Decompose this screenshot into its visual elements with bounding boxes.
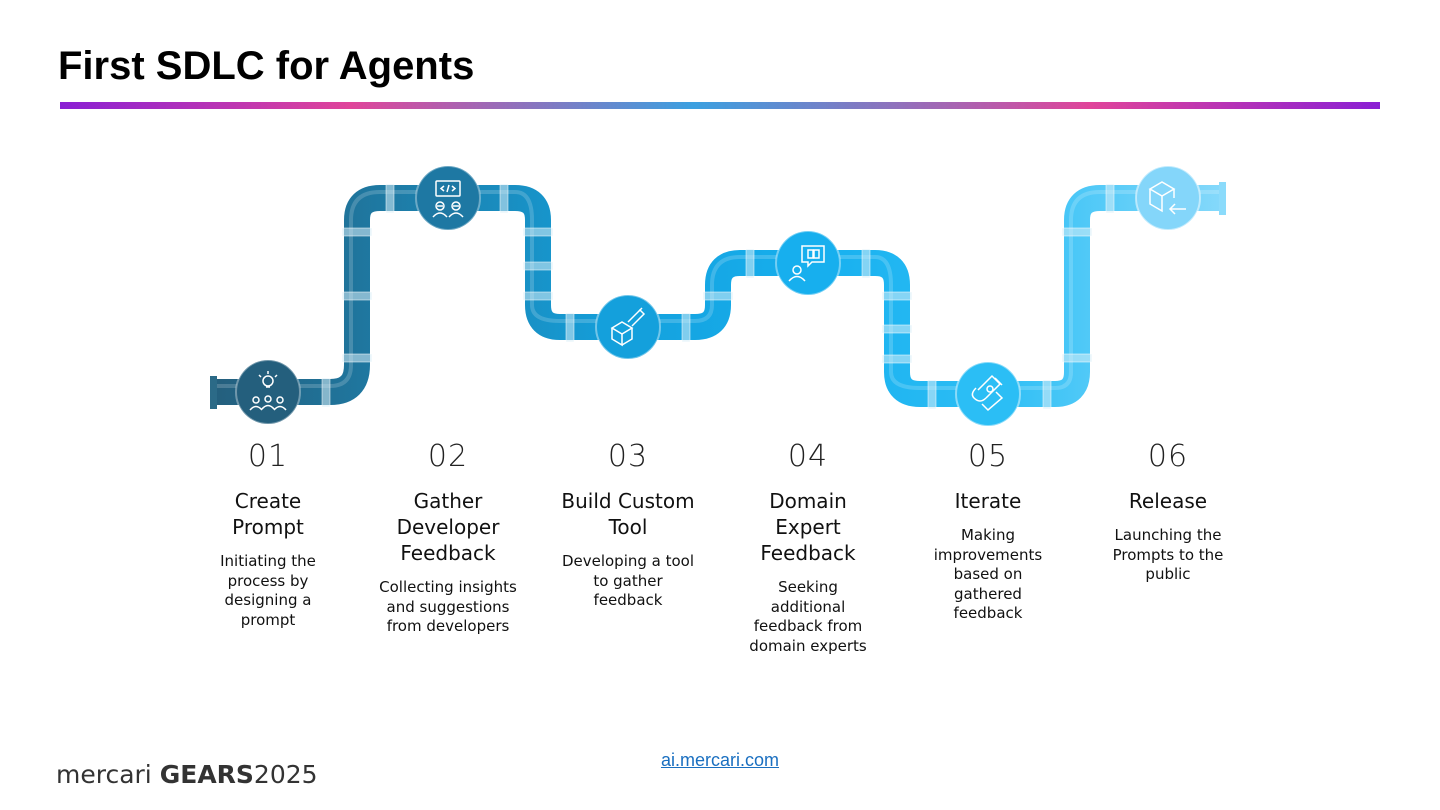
- pipe-joint: [342, 354, 372, 362]
- step-title: Release: [1078, 488, 1258, 514]
- pipe-joint: [500, 184, 508, 213]
- step-03: 03 Build Custom Tool Developing a tool t…: [538, 438, 718, 611]
- pipe-joint: [523, 292, 553, 300]
- step-number: 04: [718, 438, 898, 480]
- pipe-joint: [703, 292, 733, 300]
- step-number: 01: [178, 438, 358, 480]
- code-review-icon: [416, 166, 480, 230]
- pipe-flange-end: [1219, 182, 1226, 215]
- pipe-joint: [386, 184, 394, 213]
- footer-link-container: ai.mercari.com: [0, 750, 1440, 771]
- step-description: Collecting insights and suggestions from…: [358, 578, 538, 637]
- footer-link[interactable]: ai.mercari.com: [661, 750, 779, 770]
- pipe-joint: [882, 292, 912, 300]
- release-box-icon: [1136, 166, 1200, 230]
- step-title: Gather Developer Feedback: [358, 488, 538, 566]
- iterate-cycle-icon: [956, 362, 1020, 426]
- pipe-joint: [523, 228, 553, 236]
- pipe-joint: [523, 262, 553, 270]
- step-title: Create Prompt: [178, 488, 358, 540]
- build-tool-icon: [596, 295, 660, 359]
- pipe-joint: [566, 313, 574, 342]
- step-02: 02 Gather Developer Feedback Collecting …: [358, 438, 538, 637]
- pipe-joint: [322, 378, 330, 407]
- step-title: Iterate: [898, 488, 1078, 514]
- pipe-joint: [342, 292, 372, 300]
- step-description: Making improvements based on gathered fe…: [898, 526, 1078, 624]
- pipe-joint: [342, 228, 372, 236]
- pipe-joint: [862, 249, 870, 278]
- step-description: Seeking additional feedback from domain …: [718, 578, 898, 656]
- step-description: Launching the Prompts to the public: [1078, 526, 1258, 585]
- step-title: Domain Expert Feedback: [718, 488, 898, 566]
- pipe-flange-start: [210, 376, 217, 409]
- pipe-joint: [882, 355, 912, 363]
- step-06: 06 Release Launching the Prompts to the …: [1078, 438, 1258, 585]
- step-description: Developing a tool to gather feedback: [538, 552, 718, 611]
- step-04: 04 Domain Expert Feedback Seeking additi…: [718, 438, 898, 656]
- pipe-joint: [1106, 184, 1114, 213]
- step-number: 02: [358, 438, 538, 480]
- step-description: Initiating the process by designing a pr…: [178, 552, 358, 630]
- expert-chat-icon: [776, 231, 840, 295]
- step-01: 01 Create Prompt Initiating the process …: [178, 438, 358, 630]
- idea-team-icon: [236, 360, 300, 424]
- step-number: 05: [898, 438, 1078, 480]
- pipe-joint: [746, 249, 754, 278]
- pipe-joint: [882, 325, 912, 333]
- pipe-joint: [1043, 380, 1051, 409]
- pipeline-diagram: [0, 0, 1440, 440]
- pipe-joint: [1062, 354, 1092, 362]
- pipe-joint: [682, 313, 690, 342]
- pipe-joint: [928, 380, 936, 409]
- step-title: Build Custom Tool: [538, 488, 718, 540]
- step-number: 03: [538, 438, 718, 480]
- step-number: 06: [1078, 438, 1258, 480]
- step-05: 05 Iterate Making improvements based on …: [898, 438, 1078, 624]
- pipe-joint: [1062, 228, 1092, 236]
